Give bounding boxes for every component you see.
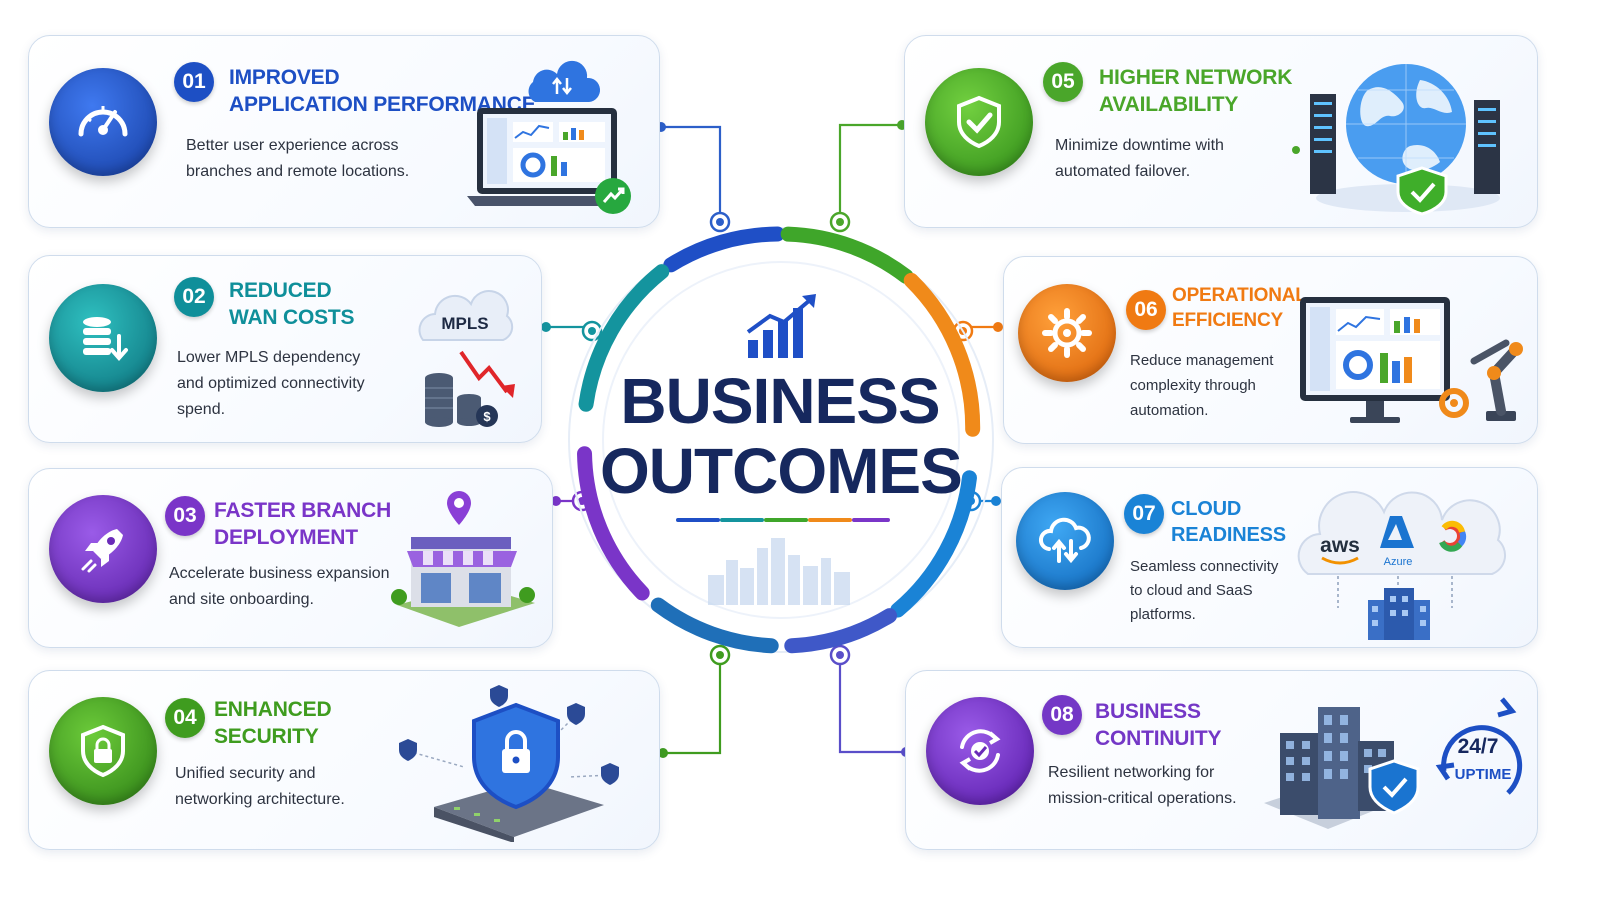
outcome-number: 05 <box>1043 62 1083 102</box>
outcome-description: Seamless connectivity to cloud and SaaS … <box>1130 555 1278 627</box>
outcome-title-line: ENHANCED <box>214 698 332 721</box>
outcome-title-line: HIGHER NETWORK <box>1099 66 1293 89</box>
lock-shield-icon <box>49 697 157 805</box>
aws-label: aws <box>1320 534 1360 557</box>
outcome-description-line: Seamless connectivity <box>1130 558 1279 575</box>
outcome-title: OPERATIONAL EFFICIENCY <box>1172 283 1307 333</box>
outcome-title-line: APPLICATION PERFORMANCE <box>229 93 536 116</box>
outcome-description-line: networking architecture. <box>175 791 345 808</box>
outcome-description: Better user experience across branches a… <box>186 133 409 185</box>
outcome-description: Lower MPLS dependency and optimized conn… <box>177 345 365 423</box>
outcome-title-line: WAN COSTS <box>229 306 355 329</box>
monitor-robot-arm-icon <box>1300 297 1523 423</box>
svg-text:$: $ <box>483 409 491 424</box>
outcome-description: Reduce management complexity through aut… <box>1130 348 1273 423</box>
mpls-label: MPLS <box>441 314 488 333</box>
city-skyline <box>708 538 850 605</box>
cloud-providers-icon: aws Azure <box>1297 491 1507 640</box>
outcome-description-line: branches and remote locations. <box>186 163 410 180</box>
outcome-description-line: and site onboarding. <box>169 591 314 608</box>
rocket-icon <box>49 495 157 603</box>
outcome-card-02: 02 REDUCED WAN COSTS Lower MPLS dependen… <box>28 255 542 443</box>
security-shield-network-icon <box>399 685 619 842</box>
sync-check-icon <box>926 697 1034 805</box>
outcome-description-line: mission-critical operations. <box>1048 790 1237 807</box>
outcome-title: BUSINESS CONTINUITY <box>1095 698 1222 752</box>
outcome-card-04: 04 ENHANCED SECURITY Unified security an… <box>28 670 660 850</box>
outcome-description-line: Resilient networking for <box>1048 764 1215 781</box>
cloud-sync-icon <box>1016 492 1114 590</box>
outcome-description-line: Better user experience across <box>186 137 399 154</box>
outcome-title-line: CONTINUITY <box>1095 727 1222 750</box>
outcome-description-line: complexity through <box>1130 377 1256 394</box>
uptime-hours-label: 24/7 <box>1458 735 1499 758</box>
center-title-line-2: OUTCOMES <box>600 435 963 507</box>
outcome-title-line: AVAILABILITY <box>1099 93 1239 116</box>
outcome-card-06: 06 OPERATIONAL EFFICIENCY Reduce managem… <box>1003 256 1538 444</box>
outcome-description-line: automated failover. <box>1055 163 1191 180</box>
outcome-description-line: Minimize downtime with <box>1055 137 1224 154</box>
speedometer-icon <box>49 68 157 176</box>
outcome-number: 08 <box>1042 695 1082 735</box>
database-down-icon <box>49 284 157 392</box>
outcome-description-line: automation. <box>1130 402 1209 419</box>
outcome-title-line: CLOUD <box>1171 498 1242 520</box>
gear-icon <box>1018 284 1116 382</box>
outcome-card-05: 05 HIGHER NETWORK AVAILABILITY Minimize … <box>904 35 1538 228</box>
outcome-description: Resilient networking for mission-critica… <box>1048 760 1237 812</box>
outcome-card-01: 01 IMPROVED APPLICATION PERFORMANCE Bett… <box>28 35 660 228</box>
outcome-card-07: 07 CLOUD READINESS Seamless connectivity… <box>1001 467 1538 648</box>
outcome-ring <box>568 226 994 654</box>
outcome-title: IMPROVED APPLICATION PERFORMANCE <box>229 64 536 118</box>
growth-chart-icon <box>746 294 816 358</box>
outcome-description: Accelerate business expansion and site o… <box>169 561 390 613</box>
uptime-label: UPTIME <box>1455 766 1512 783</box>
outcome-title: HIGHER NETWORK AVAILABILITY <box>1099 64 1292 118</box>
outcome-description-line: to cloud and SaaS <box>1130 582 1253 599</box>
outcome-title: REDUCED WAN COSTS <box>229 277 355 331</box>
outcome-title-line: EFFICIENCY <box>1172 310 1283 331</box>
outcome-title: CLOUD READINESS <box>1171 496 1286 548</box>
outcome-number: 06 <box>1126 290 1166 330</box>
outcome-number: 03 <box>165 496 205 536</box>
outcome-description: Unified security and networking architec… <box>175 761 345 813</box>
outcome-title-line: FASTER BRANCH <box>214 499 392 522</box>
outcome-description-line: Unified security and <box>175 765 316 782</box>
outcome-description: Minimize downtime with automated failove… <box>1055 133 1224 185</box>
outcome-description-line: Lower MPLS dependency <box>177 349 361 366</box>
outcome-number: 04 <box>165 698 205 738</box>
outcome-description-line: and optimized connectivity <box>177 375 365 392</box>
outcome-number: 02 <box>174 277 214 317</box>
center-title-line-1: BUSINESS <box>620 365 940 437</box>
check-shield-icon <box>925 68 1033 176</box>
outcome-title-line: SECURITY <box>214 725 319 748</box>
outcome-title: FASTER BRANCH DEPLOYMENT <box>214 497 391 551</box>
azure-label: Azure <box>1384 556 1413 568</box>
outcome-title-line: BUSINESS <box>1095 700 1201 723</box>
outcome-number: 01 <box>174 62 214 102</box>
outcome-title-line: REDUCED <box>229 279 332 302</box>
outcome-card-08: 08 BUSINESS CONTINUITY Resilient network… <box>905 670 1538 850</box>
laptop-dashboard-icon <box>467 60 631 214</box>
buildings-uptime-icon: 24/7 UPTIME <box>1264 697 1523 829</box>
branch-store-icon <box>391 491 535 627</box>
outcome-description-line: platforms. <box>1130 606 1196 623</box>
outcome-title: ENHANCED SECURITY <box>214 696 332 750</box>
outcome-title-line: DEPLOYMENT <box>214 526 358 549</box>
outcome-title-line: READINESS <box>1171 524 1286 546</box>
outcome-number: 07 <box>1124 494 1164 534</box>
outcome-title-line: IMPROVED <box>229 66 340 89</box>
globe-servers-icon <box>1292 64 1500 216</box>
outcome-description-line: spend. <box>177 401 226 418</box>
outcome-description-line: Reduce management <box>1130 352 1274 369</box>
outcome-title-line: OPERATIONAL <box>1172 285 1307 306</box>
outcome-card-03: 03 FASTER BRANCH DEPLOYMENT Accelerate b… <box>28 468 553 648</box>
mpls-cost-drop-icon: MPLS $ <box>418 290 515 427</box>
outcome-description-line: Accelerate business expansion <box>169 565 390 582</box>
